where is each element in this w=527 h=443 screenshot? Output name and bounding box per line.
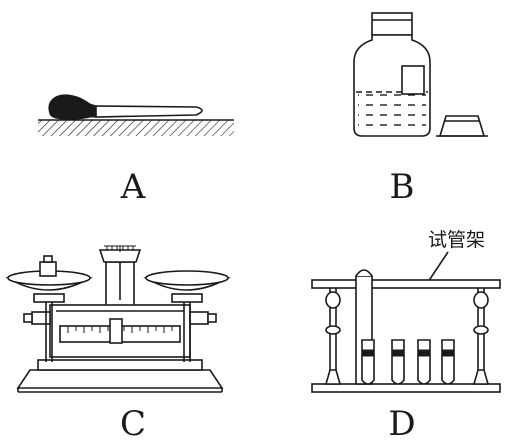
figure-letter-a: A [120, 167, 146, 207]
test-tube-4 [441, 339, 455, 385]
test-tube-rack [311, 269, 501, 393]
panel-d: 试管架 [311, 229, 501, 443]
figure-letter-b: B [390, 167, 415, 207]
bottle-stopper [436, 115, 488, 137]
liquid [358, 92, 426, 132]
figure-letter-c: C [120, 404, 146, 443]
table-surface [38, 119, 234, 136]
pointer-scale [104, 245, 136, 252]
reagent-bottle [353, 12, 431, 137]
balance-base [16, 369, 224, 389]
figure-letter-d: D [388, 404, 415, 443]
callout-label: 试管架 [428, 229, 485, 251]
test-tube-3 [417, 339, 431, 385]
panel-a: A [38, 94, 234, 207]
weight [39, 255, 57, 277]
panel-b: B [353, 12, 488, 207]
dropper [48, 94, 203, 120]
callout-line [427, 251, 449, 283]
beam-rider [109, 318, 123, 344]
bottle-label [401, 65, 425, 95]
panel-c: C [5, 245, 232, 443]
balance-scale [5, 245, 232, 393]
test-tube-1 [361, 339, 375, 385]
right-pan [143, 270, 232, 303]
test-tube-2 [391, 339, 405, 385]
left-pan [5, 270, 94, 303]
